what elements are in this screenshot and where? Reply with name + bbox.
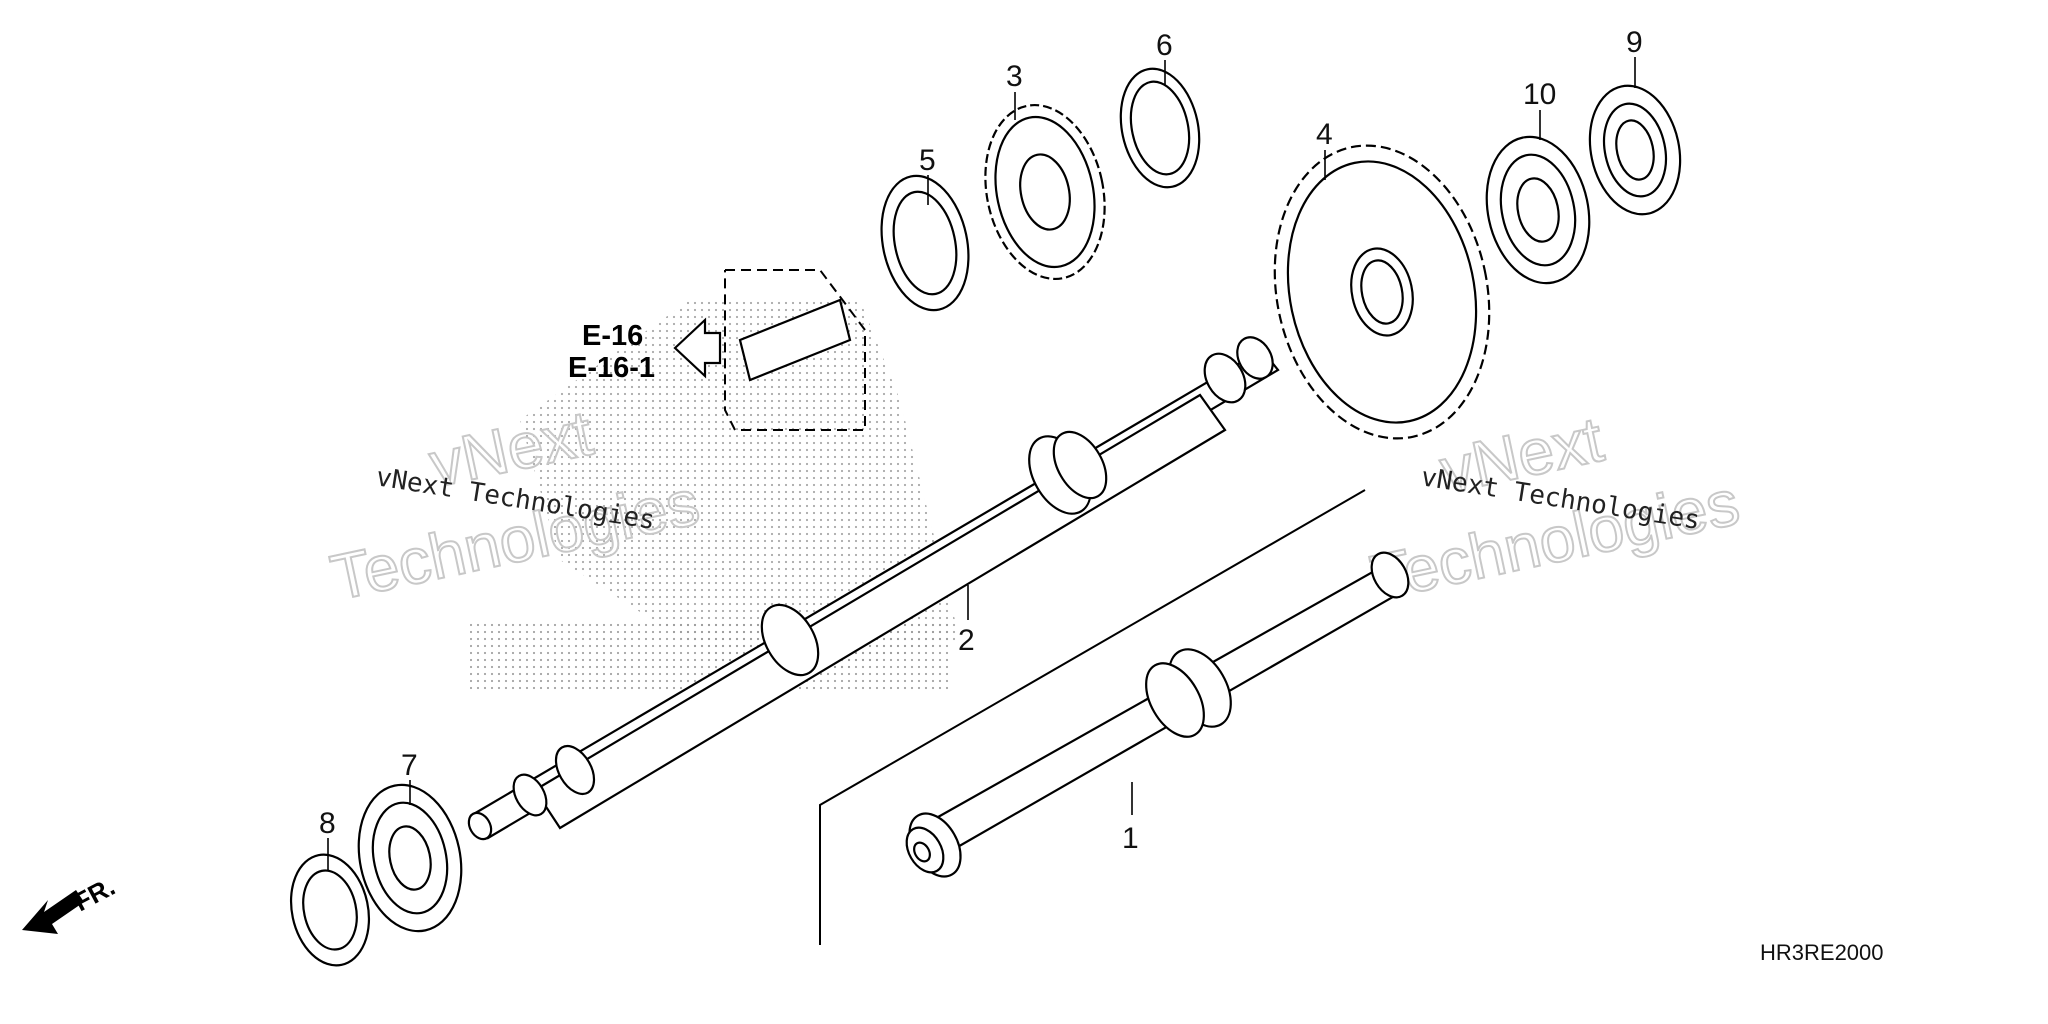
shaft-part-1 bbox=[905, 551, 1410, 878]
callout-part-4[interactable]: 4 bbox=[1316, 118, 1333, 151]
callout-part-10[interactable]: 10 bbox=[1523, 78, 1556, 111]
callout-part-9[interactable]: 9 bbox=[1626, 26, 1643, 59]
callout-part-2[interactable]: 2 bbox=[958, 624, 975, 657]
oil-seal-part-9 bbox=[1588, 84, 1682, 216]
reference-label-2[interactable]: E-16-1 bbox=[568, 352, 655, 384]
separator-line bbox=[819, 489, 1366, 945]
front-direction-arrow bbox=[22, 890, 84, 934]
collar-part-5 bbox=[880, 174, 970, 312]
gear-part-4 bbox=[1273, 144, 1491, 440]
bearing-part-10 bbox=[1485, 135, 1591, 285]
callout-part-3[interactable]: 3 bbox=[1006, 60, 1023, 93]
callout-part-7[interactable]: 7 bbox=[401, 749, 418, 782]
callout-part-1[interactable]: 1 bbox=[1122, 822, 1139, 855]
front-label: FR. bbox=[69, 871, 120, 917]
reference-shaft-box bbox=[724, 269, 866, 431]
washer-part-6 bbox=[1119, 67, 1201, 189]
oil-seal-part-8 bbox=[289, 853, 371, 967]
gear-part-3 bbox=[984, 103, 1106, 281]
diagram-code: HR3RE2000 bbox=[1760, 940, 1884, 965]
reference-arrow bbox=[673, 317, 722, 379]
bearing-part-7 bbox=[357, 783, 463, 933]
shaft-part-2 bbox=[467, 336, 1280, 841]
reference-label-1[interactable]: E-16 bbox=[582, 320, 643, 352]
callout-part-6[interactable]: 6 bbox=[1156, 29, 1173, 62]
callout-part-8[interactable]: 8 bbox=[319, 807, 336, 840]
callout-part-5[interactable]: 5 bbox=[919, 144, 936, 177]
